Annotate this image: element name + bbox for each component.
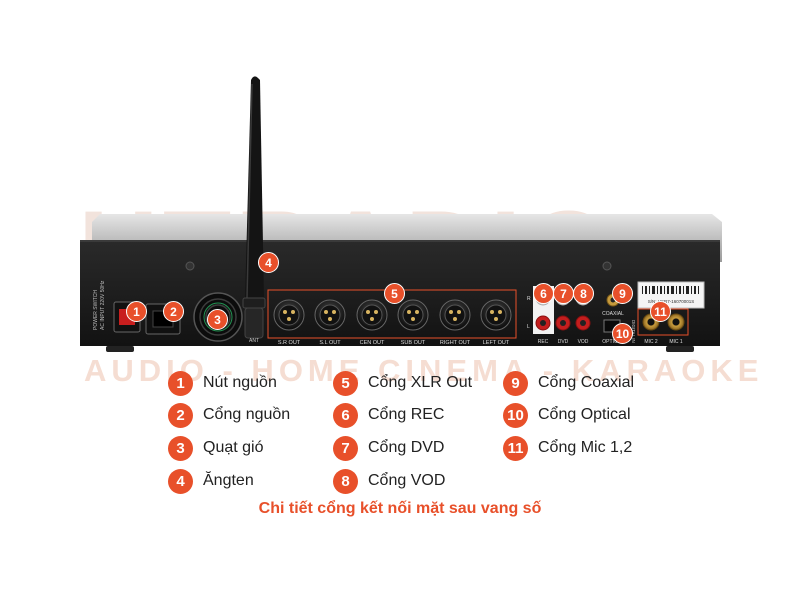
legend-number: 5	[333, 370, 358, 396]
serial-sticker	[637, 281, 705, 309]
legend-text: Cổng REC	[368, 406, 445, 423]
legend-number: 7	[333, 435, 358, 461]
ac-input-label: AC INPUT 220V 50Hz	[100, 280, 106, 330]
legend-number: 4	[168, 468, 193, 494]
ant-label: ANT	[249, 338, 259, 344]
rca-r-label: R	[527, 296, 531, 302]
rca-l-label: L	[527, 324, 530, 330]
power-switch-label: POWER SWITCH	[93, 290, 99, 330]
legend-number: 11	[503, 435, 528, 461]
xlr-sl[interactable]	[314, 299, 346, 331]
xlr-sub[interactable]	[397, 299, 429, 331]
callout-2: 2	[163, 301, 184, 322]
mic1-label: MIC 1	[669, 339, 683, 345]
callout-10: 10	[612, 323, 633, 344]
callout-8: 8	[573, 283, 594, 304]
screw	[602, 261, 612, 271]
legend-item: 11 Cổng Mic 1,2	[503, 434, 632, 462]
xlr-label: SUB OUT	[401, 340, 426, 346]
screw	[185, 261, 195, 271]
legend-item: 2 Cổng nguồn	[168, 401, 290, 429]
legend-item: 7 Cổng DVD	[333, 434, 444, 462]
legend-text: Nút nguồn	[203, 374, 277, 391]
legend-item: 4 Ăngten	[168, 467, 254, 495]
dvd-label: DVD	[558, 339, 569, 345]
legend-item: 8 Cổng VOD	[333, 467, 445, 495]
xlr-outputs	[273, 299, 512, 331]
barcode	[642, 286, 699, 294]
callout-4: 4	[258, 252, 279, 273]
xlr-right[interactable]	[439, 299, 471, 331]
legend-text: Cổng VOD	[368, 472, 446, 489]
legend-text: Cổng DVD	[368, 439, 445, 456]
legend-item: 9 Cổng Coaxial	[503, 369, 634, 397]
legend-item: 10 Cổng Optical	[503, 401, 631, 429]
legend-item: 1 Nút nguồn	[168, 369, 277, 397]
xlr-label: S.R OUT	[278, 340, 301, 346]
callout-3: 3	[207, 309, 228, 330]
legend-text: Cổng Coaxial	[538, 374, 635, 391]
optical-label: OPTICAL	[602, 339, 624, 345]
rec-label: REC	[538, 339, 549, 345]
callout-1: 1	[126, 301, 147, 322]
antenna[interactable]	[245, 76, 264, 301]
digital-in-label: DIGITAL IN	[631, 320, 636, 343]
foot	[106, 346, 134, 352]
foot	[666, 346, 694, 352]
legend-text: Ăngten	[203, 472, 254, 489]
xlr-label: S.L OUT	[319, 340, 341, 346]
callout-11: 11	[650, 301, 671, 322]
legend-text: Cổng Mic 1,2	[538, 439, 633, 456]
legend-number: 9	[503, 370, 528, 396]
xlr-label: CEN OUT	[360, 340, 385, 346]
callout-6: 6	[533, 283, 554, 304]
callout-5: 5	[384, 283, 405, 304]
xlr-label: LEFT OUT	[483, 340, 510, 346]
legend-text: Cổng XLR Out	[368, 374, 473, 391]
caption: Chi tiết cổng kết nối mặt sau vang số	[258, 500, 542, 517]
legend-item: 5 Cổng XLR Out	[333, 369, 472, 397]
callout-9: 9	[612, 283, 633, 304]
legend-text: Quạt gió	[203, 439, 264, 456]
legend-number: 3	[168, 435, 193, 461]
serial-number: S/N: HSR7-16070001S	[648, 299, 695, 304]
legend-text: Cổng nguồn	[203, 406, 291, 423]
legend: 1 Nút nguồn 2 Cổng nguồn 3 Quạt gió 4 Ăn…	[0, 366, 800, 494]
callout-7: 7	[553, 283, 574, 304]
xlr-sr[interactable]	[273, 299, 305, 331]
device-rear-panel: POWER SWITCH AC INPUT 220V 50Hz ANT	[80, 76, 722, 352]
legend-item: 3 Quạt gió	[168, 434, 263, 462]
vod-label: VOD	[578, 339, 589, 345]
xlr-left[interactable]	[480, 299, 512, 331]
legend-item: 6 Cổng REC	[333, 401, 444, 429]
legend-number: 10	[503, 402, 528, 428]
xlr-cen[interactable]	[356, 299, 388, 331]
legend-number: 2	[168, 402, 193, 428]
mic2-label: MIC 2	[644, 339, 658, 345]
legend-number: 6	[333, 402, 358, 428]
legend-text: Cổng Optical	[538, 406, 631, 423]
legend-number: 1	[168, 370, 193, 396]
coaxial-label: COAXIAL	[602, 311, 624, 317]
legend-number: 8	[333, 468, 358, 494]
xlr-label: RIGHT OUT	[440, 340, 471, 346]
